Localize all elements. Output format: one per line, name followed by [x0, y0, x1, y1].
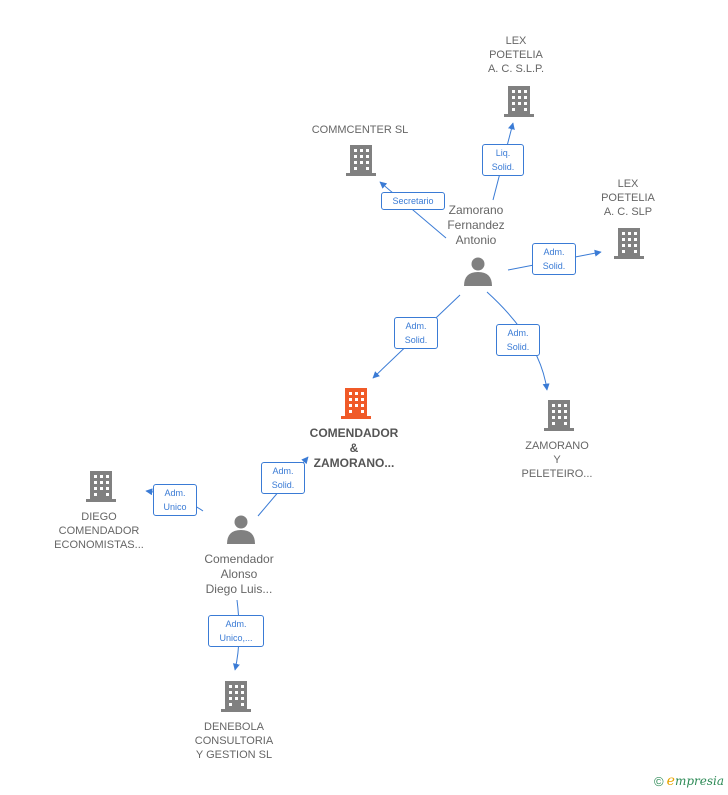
edge-label-adm-solid-comendador[interactable]: Adm. Solid. — [261, 462, 305, 494]
label-line: Zamorano — [448, 203, 504, 217]
label-line: Solid. — [542, 261, 566, 271]
label-line: COMENDADOR — [309, 426, 399, 440]
label-line: Comendador — [204, 552, 274, 566]
edge-label-adm-unico-diego[interactable]: Adm. Unico — [153, 484, 197, 516]
label-line: Solid. — [404, 335, 428, 345]
label-line: Unico,... — [219, 633, 253, 643]
label-line: Solid. — [491, 162, 515, 172]
label-line: DENEBOLA — [204, 721, 264, 733]
label-line: Unico — [163, 502, 187, 512]
edge-label-adm-solid-peleteiro[interactable]: Adm. Solid. — [496, 324, 540, 356]
label-line: Y GESTION SL — [195, 749, 273, 761]
label-line: PELETEIRO... — [521, 468, 593, 480]
label-line: A. C. SLP — [603, 206, 653, 218]
node-label-lex-poetelia-slp-dotted[interactable]: LEX POETELIA A. C. S.L.P. — [466, 34, 566, 76]
label-line: Adm. — [164, 488, 186, 498]
node-label-comendador-alonso[interactable]: Comendador Alonso Diego Luis... — [184, 552, 294, 597]
edge-label-adm-solid-center[interactable]: Adm. Solid. — [394, 317, 438, 349]
label-line: Y — [553, 454, 561, 466]
label-line: Adm. — [405, 321, 427, 331]
label-line: COMMCENTER SL — [311, 124, 409, 136]
edge-label-adm-solid-lex[interactable]: Adm. Solid. — [532, 243, 576, 275]
building-icon[interactable] — [346, 145, 376, 176]
node-label-commcenter[interactable]: COMMCENTER SL — [300, 123, 420, 137]
building-icon[interactable] — [221, 681, 251, 712]
label-line: & — [349, 441, 359, 455]
label-line: Solid. — [506, 342, 530, 352]
edge-label-adm-unico-denebola[interactable]: Adm. Unico,... — [208, 615, 264, 647]
label-line: Diego Luis... — [205, 582, 273, 596]
copyright-icon: © — [654, 773, 664, 789]
label-line: Fernandez — [447, 218, 505, 232]
label-line: Solid. — [271, 480, 295, 490]
label-line: Antonio — [455, 233, 497, 247]
label-line: Liq. — [495, 148, 511, 158]
label-line: POETELIA — [489, 49, 543, 61]
label-line: Alonso — [220, 567, 258, 581]
edge-label-liq-solid[interactable]: Liq. Solid. — [482, 144, 524, 176]
label-line: LEX — [617, 178, 639, 190]
label-line: Adm. — [225, 619, 247, 629]
label-line: CONSULTORIA — [194, 735, 274, 747]
node-label-denebola[interactable]: DENEBOLA CONSULTORIA Y GESTION SL — [174, 720, 294, 762]
edge-label-secretario[interactable]: Secretario — [381, 192, 445, 210]
footer-brand: © empresia — [654, 773, 724, 789]
label-line: Adm. — [543, 247, 565, 257]
building-icon[interactable] — [544, 400, 574, 431]
node-label-diego-comendador[interactable]: DIEGO COMENDADOR ECONOMISTAS... — [39, 510, 159, 552]
label-line: LEX — [505, 35, 527, 47]
label-line: Adm. — [272, 466, 294, 476]
building-icon[interactable] — [614, 228, 644, 259]
building-icon-highlight[interactable] — [341, 388, 371, 419]
label-line: POETELIA — [601, 192, 655, 204]
node-label-lex-poetelia-slp[interactable]: LEX POETELIA A. C. SLP — [578, 177, 678, 219]
label-line: ECONOMISTAS... — [54, 539, 144, 551]
building-icon[interactable] — [86, 471, 116, 502]
brand-name: mpresia — [674, 774, 724, 788]
label-line: Adm. — [507, 328, 529, 338]
label-line: ZAMORANO... — [313, 456, 395, 470]
node-label-zamorano-peleteiro[interactable]: ZAMORANO Y PELETEIRO... — [497, 439, 617, 481]
label-line: COMENDADOR — [58, 525, 140, 537]
brand-logo[interactable]: empresia — [667, 773, 724, 789]
node-label-comendador-zamorano[interactable]: COMENDADOR & ZAMORANO... — [294, 426, 414, 471]
label-line: A. C. S.L.P. — [487, 63, 545, 75]
building-icon[interactable] — [504, 86, 534, 117]
person-icon[interactable] — [227, 515, 255, 545]
label-line: DIEGO — [81, 511, 117, 523]
edge-line-secretario — [379, 181, 447, 239]
node-label-zamorano-fernandez[interactable]: Zamorano Fernandez Antonio — [426, 203, 526, 248]
brand-initial: e — [666, 773, 675, 789]
label-line: ZAMORANO — [525, 440, 589, 452]
person-icon[interactable] — [464, 257, 492, 287]
label-line: Secretario — [392, 196, 434, 206]
